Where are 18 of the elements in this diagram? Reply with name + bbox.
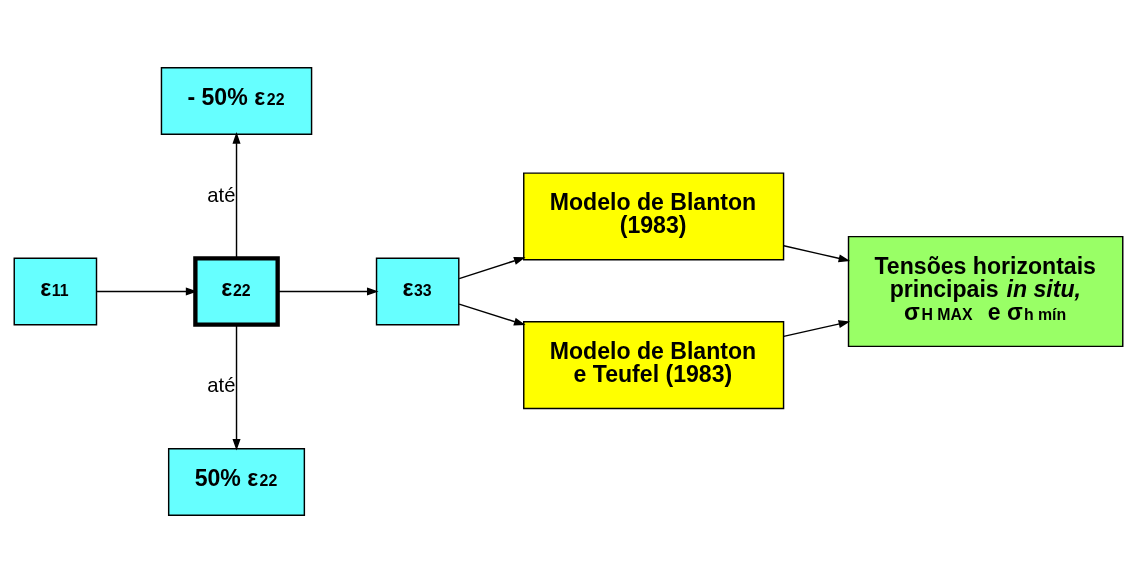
node-box: Modelo de Blanton e Teufel (1983) (523, 321, 785, 410)
arrow (458, 303, 526, 326)
arrow (783, 320, 851, 338)
arrow (458, 256, 526, 280)
arrow (232, 324, 241, 451)
node-box: ε11 (13, 257, 98, 326)
edge-label: até (207, 183, 236, 206)
node-box: ε22 (193, 256, 280, 327)
node-box: 50% ε22 (167, 448, 306, 516)
node-box: Modelo de Blanton (1983) (523, 172, 785, 261)
edge-label: até (207, 374, 236, 397)
arrow (783, 245, 851, 263)
arrow (96, 287, 198, 296)
arrow (232, 132, 241, 259)
arrow (277, 287, 379, 296)
node-box: Tensões horizontais principais in situ, σH MAX e σh mín (847, 235, 1124, 348)
node-box: - 50% ε22 (160, 67, 313, 135)
node-box: ε33 (375, 257, 460, 326)
